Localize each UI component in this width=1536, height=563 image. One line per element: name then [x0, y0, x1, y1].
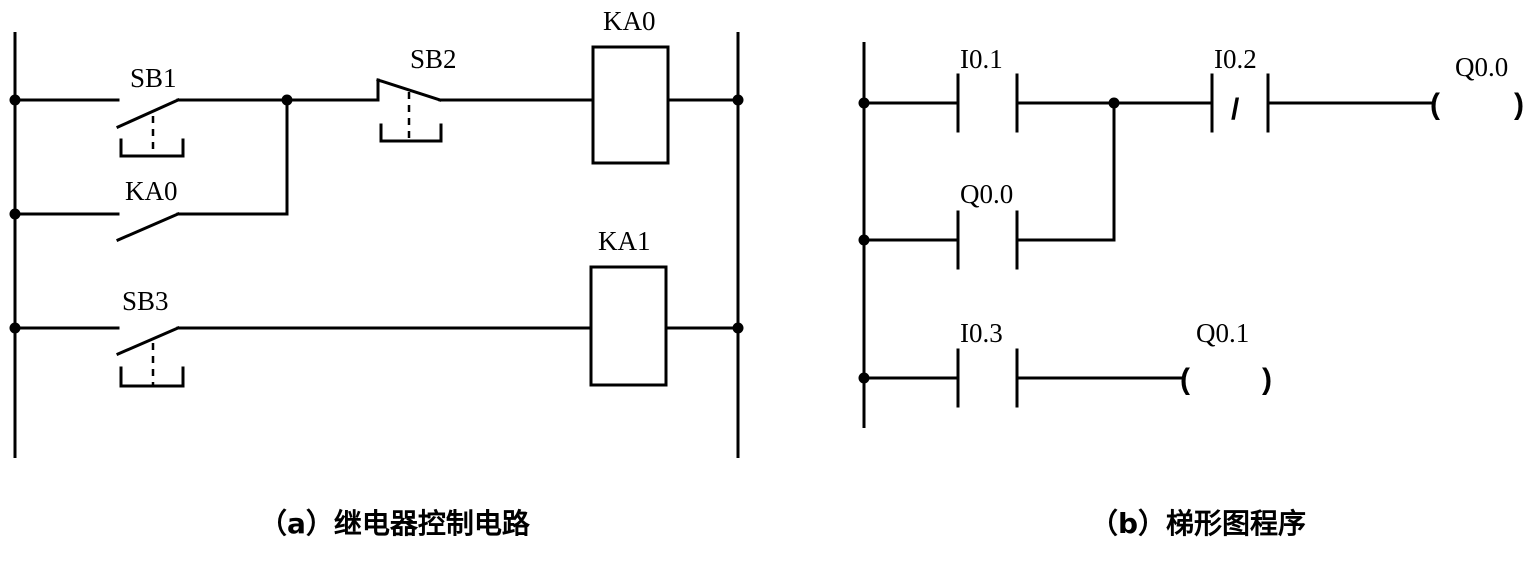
junction-dot: [9, 322, 21, 334]
junction-dot: [732, 322, 744, 334]
ladder-rung-1: / ( ): [862, 73, 1524, 133]
ka0-holding-contact: [116, 212, 180, 242]
i01-label: I0.1: [960, 44, 1003, 74]
q01-output-coil: ( ): [1180, 363, 1272, 396]
sb2-label: SB2: [410, 44, 457, 74]
ka0-relay-coil: [591, 45, 670, 165]
q01-coil-label: Q0.1: [1196, 318, 1249, 348]
junction-dot: [858, 372, 870, 384]
sb3-label: SB3: [122, 286, 169, 316]
svg-text:): ): [1262, 363, 1272, 396]
ka0-contact-label: KA0: [125, 176, 178, 206]
junction-dot: [9, 94, 21, 106]
relay-control-circuit: SB1 SB2 KA0 KA0 KA1 SB3: [9, 6, 744, 458]
ladder-rung-2: [862, 101, 1116, 270]
ka0-coil-label: KA0: [603, 6, 656, 36]
sb1-pushbutton: [116, 98, 185, 158]
svg-text:): ): [1514, 88, 1524, 121]
i02-label: I0.2: [1214, 44, 1257, 74]
relay-rung-1: [13, 45, 740, 165]
sb1-label: SB1: [130, 63, 177, 93]
junction-dot: [9, 208, 21, 220]
junction-dot: [732, 94, 744, 106]
q00-output-coil: ( ): [1430, 88, 1524, 121]
i03-no-contact: [956, 348, 1019, 408]
ka1-coil-label: KA1: [598, 226, 651, 256]
caption-b: （b）梯形图程序: [1090, 507, 1306, 540]
relay-rung-2: [13, 98, 289, 242]
relay-rung-3: [13, 265, 740, 388]
ladder-rung-3: ( ): [862, 348, 1272, 408]
junction-dot: [1108, 97, 1120, 109]
sb2-stop-button: [376, 78, 443, 143]
i01-no-contact: [956, 73, 1019, 133]
caption-a: （a）继电器控制电路: [259, 507, 531, 540]
i02-nc-contact: /: [1210, 73, 1270, 133]
q00-no-contact: [956, 210, 1019, 270]
ka1-relay-coil: [589, 265, 668, 387]
junction-dot: [858, 234, 870, 246]
svg-text:(: (: [1180, 363, 1190, 396]
sb3-pushbutton: [116, 326, 185, 388]
ladder-program: / ( ) (: [858, 42, 1524, 428]
junction-dot: [858, 97, 870, 109]
nc-slash-symbol: /: [1231, 93, 1240, 126]
q00-contact-label: Q0.0: [960, 179, 1013, 209]
q00-coil-label: Q0.0: [1455, 52, 1508, 82]
i03-label: I0.3: [960, 318, 1003, 348]
svg-text:(: (: [1430, 88, 1440, 121]
junction-dot: [281, 94, 293, 106]
